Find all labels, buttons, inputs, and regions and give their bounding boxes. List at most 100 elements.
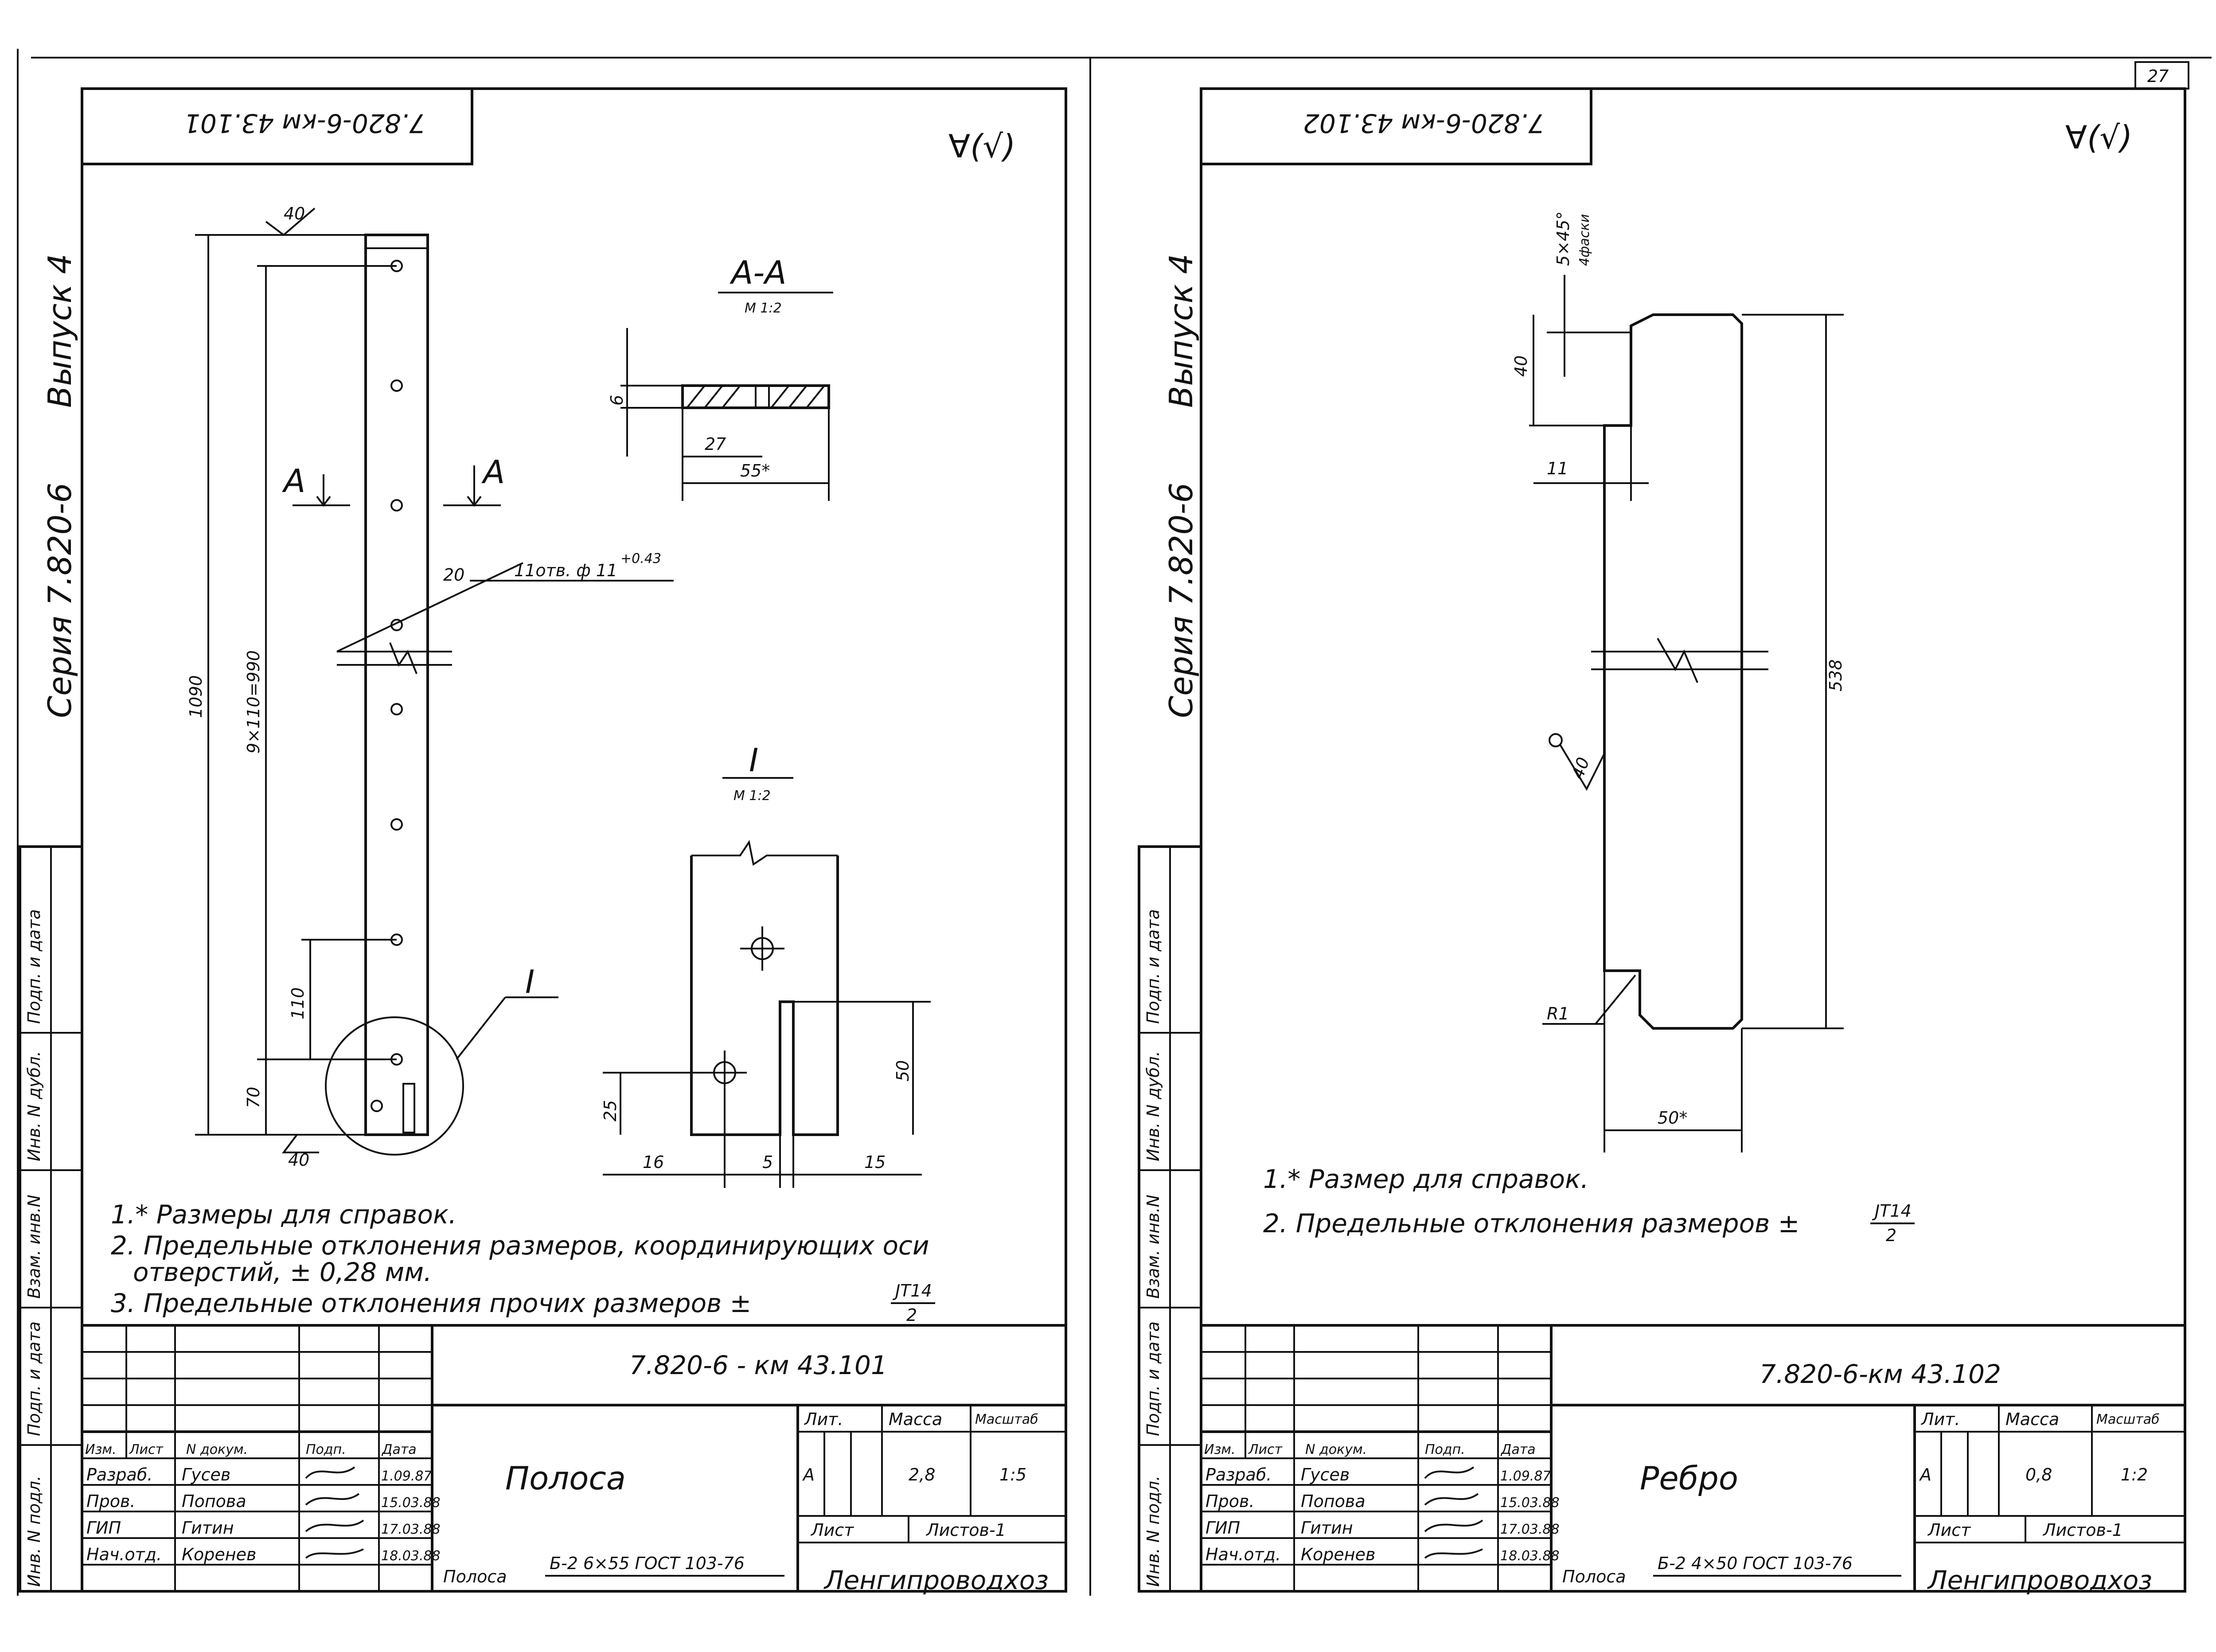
svg-text:2: 2 — [906, 1305, 917, 1325]
svg-text:JT14: JT14 — [892, 1281, 932, 1301]
svg-text:25: 25 — [601, 1100, 620, 1121]
svg-text:JT14: JT14 — [1872, 1201, 1912, 1221]
svg-text:Полоса: Полоса — [443, 1567, 507, 1586]
svg-text:Гитин: Гитин — [182, 1518, 234, 1538]
right-org: Ленгипроводхоз — [1927, 1565, 2152, 1595]
left-code-stamp-text: 7.820-6-км 43.101 — [184, 108, 425, 138]
left-note-1: 1.* Размеры для справок. — [111, 1199, 456, 1230]
section-marker-right: А — [481, 453, 505, 491]
left-signatures — [305, 1466, 364, 1559]
svg-text:Листов-1: Листов-1 — [925, 1520, 1006, 1540]
svg-text:Полоса: Полоса — [1562, 1567, 1626, 1586]
svg-text:А: А — [1919, 1465, 1931, 1484]
svg-text:Масса: Масса — [889, 1410, 942, 1429]
svg-text:Разраб.: Разраб. — [1206, 1465, 1272, 1484]
right-stamp-sign1: Подп. и дата — [1143, 1321, 1163, 1436]
right-signatures — [1424, 1466, 1483, 1559]
svg-text:40: 40 — [288, 1150, 309, 1170]
left-frame — [81, 87, 1067, 1593]
svg-text:+0.43: +0.43 — [620, 551, 661, 566]
svg-text:Листов-1: Листов-1 — [2042, 1520, 2123, 1540]
section-marker-left: А — [282, 462, 305, 500]
left-note-2b: отверстий, ± 0,28 мм. — [133, 1257, 432, 1287]
rib-part — [1603, 313, 1743, 1030]
left-doc-code: 7.820-6 - км 43.101 — [629, 1350, 887, 1380]
detail-i-title: I — [749, 742, 758, 779]
svg-text:40: 40 — [1568, 755, 1593, 781]
svg-text:Подп.: Подп. — [1425, 1442, 1465, 1457]
left-stamp-sign2: Подп. и дата — [24, 909, 44, 1024]
section-aa: А-А М 1:2 6 27 55* — [607, 254, 833, 501]
svg-text:55*: 55* — [740, 461, 770, 480]
left-title-block: Изм. Лист N докум. Подп. Дата Разраб. Гу… — [81, 1324, 1067, 1595]
svg-text:Гитин: Гитин — [1301, 1518, 1353, 1538]
section-aa-title: А-А — [730, 254, 787, 291]
left-note-2: 2. Предельные отклонения размеров, коорд… — [111, 1230, 929, 1261]
svg-text:Лист: Лист — [810, 1520, 854, 1540]
right-notes: 1.* Размер для справок. 2. Предельные от… — [1263, 1164, 1915, 1245]
svg-text:15: 15 — [864, 1152, 886, 1172]
svg-text:70: 70 — [244, 1087, 263, 1108]
svg-text:ГИП: ГИП — [1206, 1518, 1240, 1538]
svg-text:Попова: Попова — [182, 1492, 246, 1511]
svg-text:1:2: 1:2 — [2121, 1465, 2148, 1484]
right-series-label: Серия 7.820-6 — [1163, 483, 1200, 718]
svg-text:Масса: Масса — [2005, 1410, 2059, 1429]
svg-text:40: 40 — [1511, 355, 1531, 377]
svg-text:Нач.отд.: Нач.отд. — [86, 1545, 162, 1564]
svg-text:М 1:2: М 1:2 — [745, 301, 782, 316]
right-part-name: Ребро — [1640, 1460, 1738, 1497]
svg-text:11отв. ф 11: 11отв. ф 11 — [514, 561, 617, 580]
svg-text:N докум.: N докум. — [186, 1442, 248, 1457]
svg-text:Коренев: Коренев — [1301, 1545, 1375, 1564]
left-notes: 1.* Размеры для справок. 2. Предельные о… — [111, 1199, 935, 1325]
right-code-stamp-text: 7.820-6-км 43.102 — [1303, 108, 1545, 138]
left-stamp-dup: Инв. N дубл. — [24, 1051, 44, 1161]
svg-text:1:5: 1:5 — [999, 1465, 1026, 1484]
svg-text:Лист: Лист — [129, 1442, 164, 1457]
right-title-block: Изм. Лист N докум. Подп. Дата Разраб. Гу… — [1200, 1324, 2186, 1595]
page-number: 27 — [2147, 66, 2169, 86]
right-doc-code: 7.820-6-км 43.102 — [1760, 1359, 2001, 1389]
svg-text:Пров.: Пров. — [1206, 1492, 1254, 1511]
svg-text:Дата: Дата — [1500, 1442, 1536, 1457]
svg-text:16: 16 — [643, 1152, 664, 1172]
strip-dimensions: 1090 9×110=990 110 70 40 40 20 11отв. ф … — [186, 204, 674, 1170]
svg-text:Лит.: Лит. — [1920, 1410, 1960, 1429]
svg-text:4фаски: 4фаски — [1577, 214, 1592, 266]
detail-callout: I — [525, 963, 534, 1000]
right-note-1: 1.* Размер для справок. — [1263, 1164, 1589, 1194]
right-roughness-symbol: ∀(√) — [2065, 119, 2132, 156]
right-issue-label: Выпуск 4 — [1163, 254, 1200, 408]
svg-text:5×45°: 5×45° — [1553, 211, 1573, 266]
svg-text:Б-2 4×50 ГОСТ 103-76: Б-2 4×50 ГОСТ 103-76 — [1658, 1554, 1853, 1573]
left-note-3: 3. Предельные отклонения прочих размеров… — [111, 1288, 751, 1318]
svg-text:Нач.отд.: Нач.отд. — [1206, 1545, 1281, 1564]
svg-text:0,8: 0,8 — [2025, 1465, 2052, 1484]
right-code-stamp — [1200, 87, 1592, 165]
left-stamp-inv: Инв. N подл. — [24, 1476, 44, 1587]
detail-circle — [325, 1016, 464, 1156]
svg-text:Пров.: Пров. — [86, 1492, 135, 1511]
svg-text:Попова: Попова — [1301, 1492, 1365, 1511]
svg-text:Лист: Лист — [1248, 1442, 1283, 1457]
svg-text:Коренев: Коренев — [182, 1545, 256, 1564]
svg-text:1.09.87: 1.09.87 — [381, 1468, 432, 1484]
svg-text:N докум.: N докум. — [1305, 1442, 1367, 1457]
left-series-label: Серия 7.820-6 — [41, 483, 78, 718]
svg-text:Дата: Дата — [381, 1442, 417, 1457]
svg-text:50*: 50* — [1658, 1108, 1687, 1128]
svg-text:2: 2 — [1886, 1226, 1896, 1245]
svg-text:Масштаб: Масштаб — [975, 1412, 1038, 1427]
svg-text:6: 6 — [607, 395, 627, 406]
strip-holes — [371, 260, 415, 1133]
svg-text:Б-2 6×55 ГОСТ 103-76: Б-2 6×55 ГОСТ 103-76 — [550, 1554, 745, 1573]
svg-text:15.03.88: 15.03.88 — [381, 1495, 441, 1511]
left-part-name: Полоса — [505, 1460, 626, 1497]
right-stamp-inv: Инв. N подл. — [1143, 1476, 1163, 1587]
svg-text:50: 50 — [893, 1060, 913, 1082]
svg-text:11: 11 — [1547, 459, 1568, 478]
rib-break — [1591, 638, 1768, 683]
left-issue-label: Выпуск 4 — [41, 254, 78, 408]
